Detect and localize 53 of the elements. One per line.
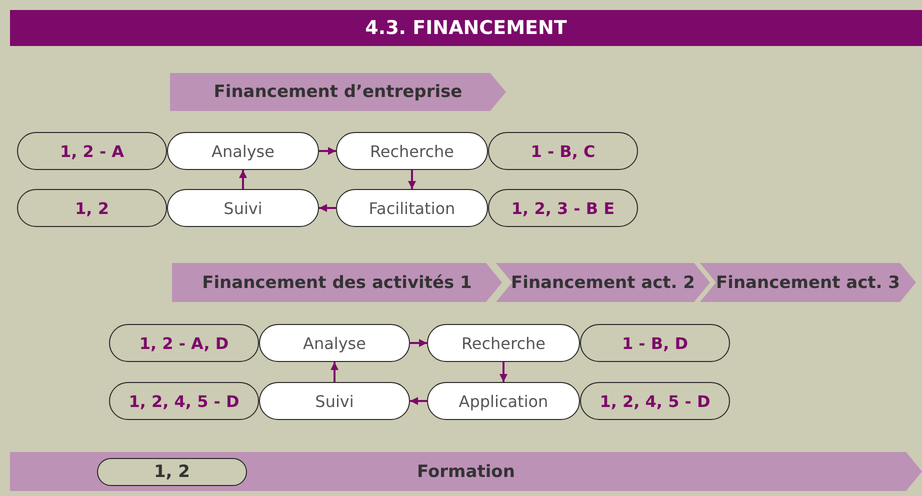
reference-numbers: 1, 2 - A: [60, 142, 124, 160]
process-pill: [167, 189, 319, 227]
section-label: Financement des activités 1: [202, 272, 472, 292]
reference-pill: [97, 458, 247, 486]
process-pill: [336, 132, 488, 170]
step-label: Recherche: [461, 334, 546, 352]
reference-pill: [17, 132, 167, 170]
step-label: Application: [458, 392, 548, 410]
reference-numbers: 1 - B, D: [622, 334, 688, 352]
arrow: [239, 170, 247, 189]
reference-numbers: 1, 2 - A, D: [139, 334, 229, 352]
section-label: Financement d’entreprise: [214, 82, 462, 102]
section-band: [10, 452, 922, 491]
reference-numbers: 1, 2, 3 - B E: [511, 198, 615, 218]
section-label: Financement act. 2: [511, 272, 695, 292]
arrow: [319, 204, 336, 212]
reference-numbers: 1, 2: [154, 462, 190, 482]
section-label: Financement act. 3: [716, 272, 900, 292]
reference-numbers: 1, 2, 4, 5 - D: [128, 392, 240, 410]
reference-numbers: 1 - B, C: [530, 142, 596, 160]
arrow: [319, 147, 336, 155]
step-label: Analyse: [303, 334, 366, 352]
chevron-banner: [700, 263, 916, 302]
step-label: Facilitation: [368, 198, 456, 218]
process-pill: [336, 189, 488, 227]
process-pill: [167, 132, 319, 170]
reference-pill: [580, 324, 730, 362]
arrow: [330, 362, 338, 382]
title: 4.3. FINANCEMENT: [365, 17, 567, 39]
reference-pill: [488, 132, 638, 170]
reference-pill: [109, 382, 259, 420]
reference-pill: [17, 189, 167, 227]
step-label: Suivi: [224, 198, 262, 218]
step-label: Analyse: [212, 142, 274, 160]
process-pill: [259, 382, 410, 420]
step-label: Suivi: [315, 392, 354, 410]
process-pill: [259, 324, 410, 362]
arrow: [410, 397, 427, 405]
reference-pill: [580, 382, 730, 420]
chevron-banner: [172, 263, 502, 302]
reference-pill: [488, 189, 638, 227]
process-pill: [427, 382, 580, 420]
chevron-banner: [496, 263, 710, 302]
reference-pill: [109, 324, 259, 362]
arrow: [500, 362, 508, 382]
reference-numbers: 1, 2: [75, 198, 109, 218]
chevron-banner: [170, 73, 506, 111]
process-pill: [427, 324, 580, 362]
arrow: [410, 339, 427, 347]
arrow: [408, 170, 416, 189]
reference-numbers: 1, 2, 4, 5 - D: [600, 392, 710, 410]
step-label: Recherche: [370, 142, 454, 160]
section-label: Formation: [417, 462, 515, 482]
